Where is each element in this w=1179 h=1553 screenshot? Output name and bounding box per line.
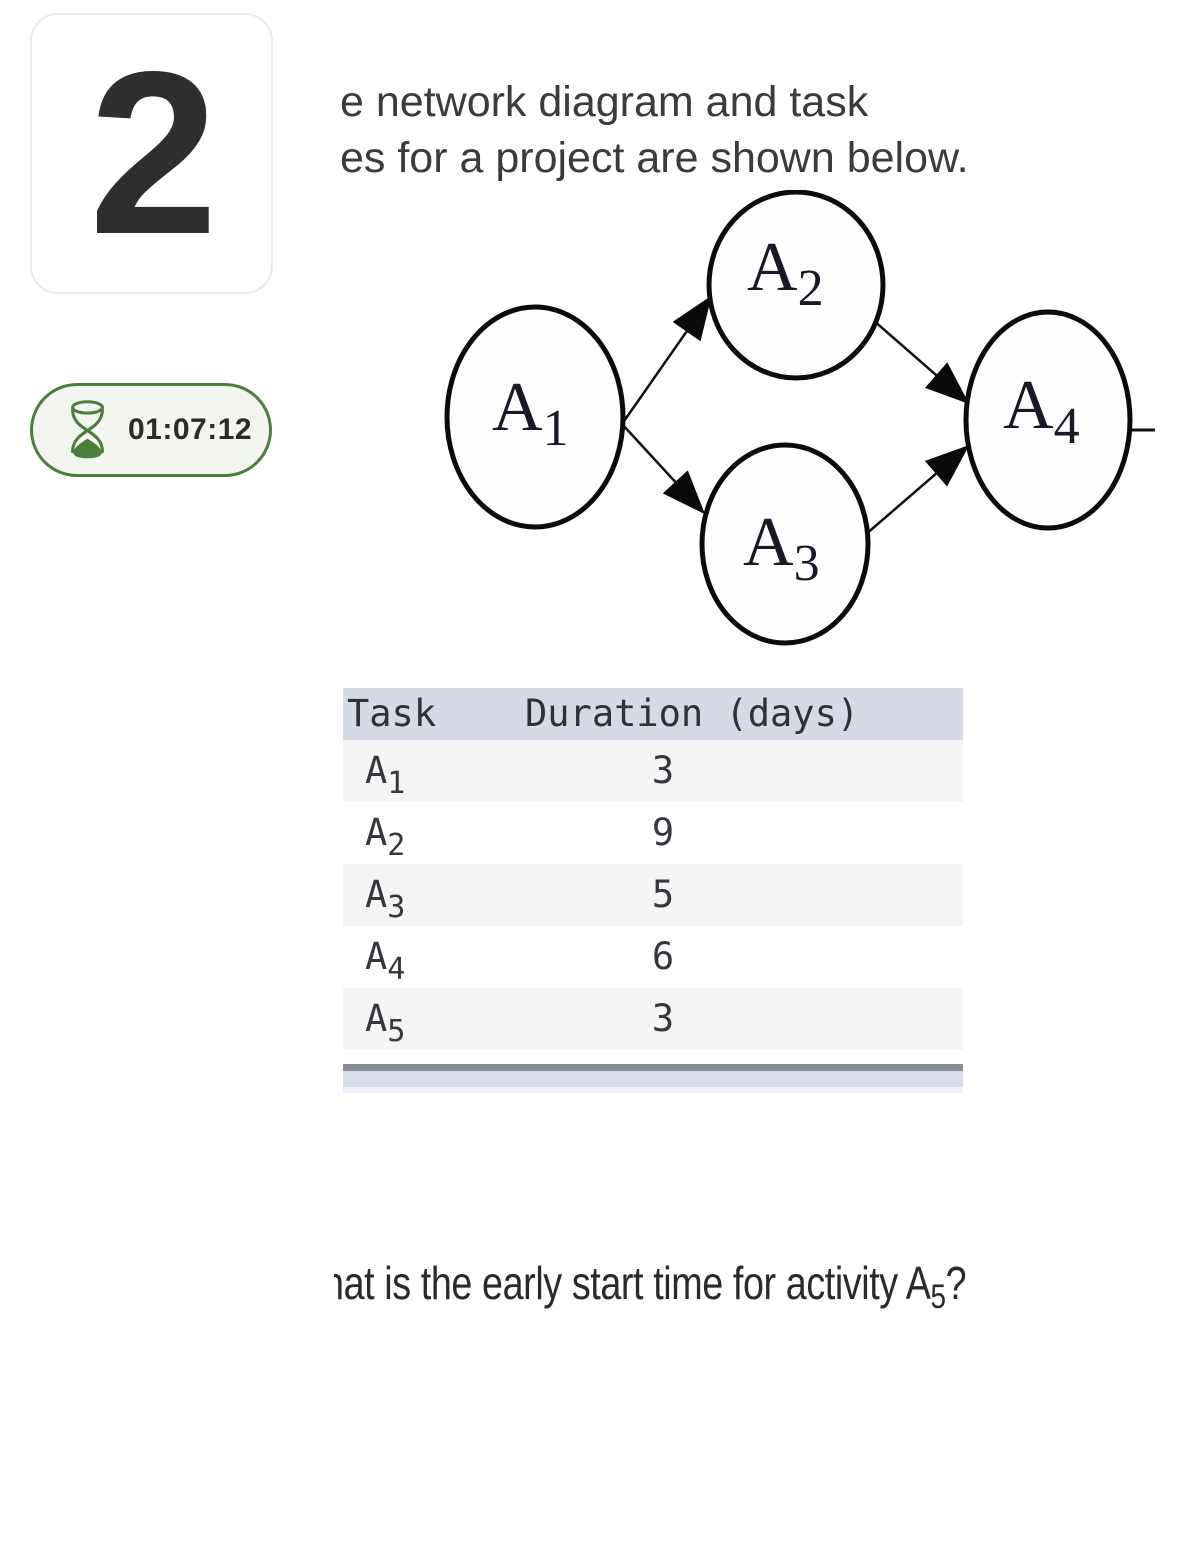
task-duration: 5 bbox=[651, 873, 675, 916]
edge-a3-a4 bbox=[864, 445, 970, 536]
task-duration: 9 bbox=[651, 811, 675, 854]
task-name: A1 bbox=[365, 749, 406, 801]
table-row: A2 9 bbox=[343, 802, 963, 864]
task-duration: 3 bbox=[651, 749, 675, 792]
task-duration: 6 bbox=[651, 935, 675, 978]
question-intro-line1: e network diagram and task bbox=[340, 78, 869, 126]
question-prompt-text: hat is the early start time for activity… bbox=[334, 1257, 967, 1316]
node-a4-ellipse bbox=[963, 309, 1133, 531]
timer-value: 01:07:12 bbox=[128, 413, 253, 446]
task-duration: 3 bbox=[651, 997, 675, 1040]
node-a4-label: A4 bbox=[1003, 367, 1080, 455]
table-row: A4 6 bbox=[343, 926, 963, 988]
question-number-card: 2 bbox=[30, 13, 273, 294]
table-row: A1 3 bbox=[343, 740, 963, 802]
table-bottom-track bbox=[343, 1071, 963, 1087]
task-name: A4 bbox=[365, 935, 406, 987]
question-intro-line2: es for a project are shown below. bbox=[340, 134, 969, 182]
node-a3-label: A3 bbox=[743, 504, 820, 592]
question-intro-text: e network diagram and task es for a proj… bbox=[340, 74, 969, 186]
edge-a2-a4 bbox=[872, 319, 970, 404]
table-bottom-scrollbar[interactable] bbox=[343, 1064, 963, 1071]
table-header-row: Task Duration (days) bbox=[343, 688, 963, 740]
table-row: A3 5 bbox=[343, 864, 963, 926]
network-diagram: A1 A2 A3 A4 bbox=[440, 189, 1160, 650]
edge-a1-a3 bbox=[621, 423, 706, 515]
node-a3-ellipse bbox=[699, 442, 871, 646]
question-prompt: hat is the early start time for activity… bbox=[334, 1256, 1164, 1322]
task-name: A5 bbox=[365, 997, 406, 1049]
node-a2-ellipse bbox=[706, 189, 886, 381]
task-duration-table: Task Duration (days) A1 3 A2 9 A3 5 A4 6… bbox=[343, 688, 963, 1050]
node-a2-label: A2 bbox=[747, 229, 824, 317]
task-name: A2 bbox=[365, 811, 406, 863]
timer-badge: 01:07:12 bbox=[30, 383, 272, 477]
table-row: A5 3 bbox=[343, 988, 963, 1050]
node-a1-label: A1 bbox=[492, 369, 569, 457]
table-header-duration: Duration (days) bbox=[525, 692, 860, 735]
hourglass-icon bbox=[71, 400, 104, 459]
table-bottom-track-faint bbox=[343, 1087, 963, 1093]
node-a1-ellipse bbox=[444, 304, 626, 530]
edge-a1-a2 bbox=[620, 295, 712, 425]
task-name: A3 bbox=[365, 873, 406, 925]
question-number: 2 bbox=[88, 23, 218, 283]
table-header-task: Task bbox=[347, 692, 437, 735]
